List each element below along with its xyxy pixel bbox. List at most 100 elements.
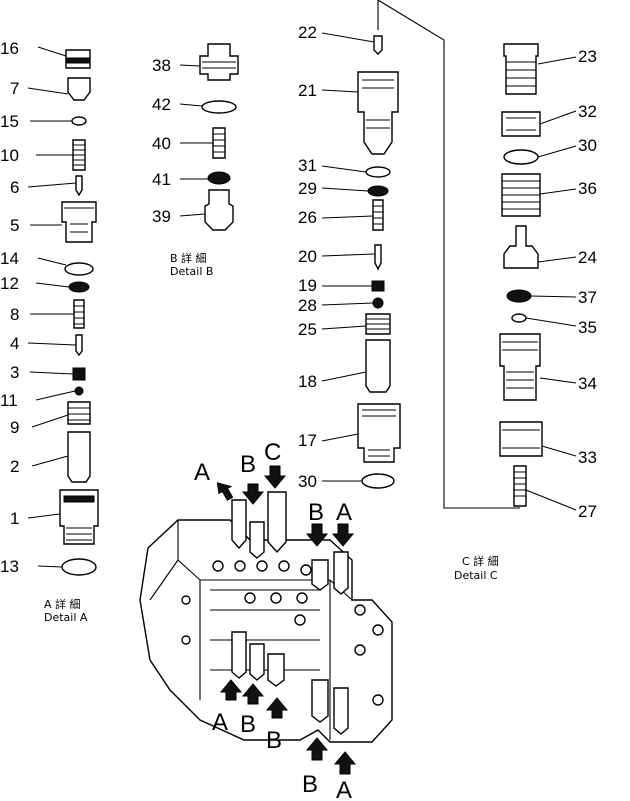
callout-40: 40	[152, 134, 171, 153]
detail-c-group: 23 32 30 36 24 37 35 34 33 27 C 詳 細 Deta…	[454, 43, 597, 582]
marker-bottom-b-left: B	[240, 711, 256, 738]
callout-28: 28	[298, 296, 317, 315]
part-14-ring	[64, 262, 94, 276]
callout-36: 36	[578, 179, 597, 198]
callout-23: 23	[578, 47, 597, 66]
part-9-sleeve	[67, 401, 91, 425]
marker-top-a-right: A	[336, 499, 352, 526]
callout-21: 21	[298, 81, 317, 100]
part-37-washer	[506, 289, 532, 303]
part-23-cap	[503, 43, 539, 95]
callout-20: 20	[298, 247, 317, 266]
callout-15: 15	[0, 112, 19, 131]
callout-5: 5	[10, 216, 19, 235]
part-29-washer	[367, 185, 389, 197]
center-stack-group: 22 21 31 29 26 20 19 28 25 18 17 30	[298, 23, 401, 491]
callout-6: 6	[10, 178, 19, 197]
callout-41: 41	[152, 170, 171, 189]
cartridge-b-top-right	[311, 559, 329, 591]
callout-38: 38	[152, 56, 171, 75]
marker-top-c: C	[264, 439, 281, 466]
part-3-ball-seat	[72, 367, 86, 381]
detail-b-caption-jp: B 詳 細	[170, 251, 207, 265]
part-22-bleeder	[373, 35, 383, 55]
part-28-ball	[372, 297, 384, 309]
callout-25: 25	[298, 320, 317, 339]
callout-12: 12	[0, 274, 19, 293]
callout-34: 34	[578, 374, 597, 393]
part-32-nut	[501, 111, 541, 137]
part-18-piston	[365, 339, 391, 393]
part-17-housing	[357, 403, 401, 463]
part-20-pin	[374, 244, 382, 271]
part-16-band	[65, 57, 91, 64]
detail-a-caption-jp: A 詳 細	[44, 597, 81, 611]
part-6-pin	[75, 175, 83, 197]
callout-31: 31	[298, 156, 317, 175]
callout-3: 3	[10, 363, 19, 382]
part-33-nut	[499, 421, 543, 457]
cartridge-b-top	[249, 521, 265, 559]
part-30-ring-c	[503, 149, 539, 165]
control-valve-assembly: A B C B A A B B B A	[139, 439, 393, 801]
callout-8: 8	[10, 305, 19, 324]
cartridge-a-bottom-left	[231, 631, 247, 679]
callout-18: 18	[298, 372, 317, 391]
cartridge-a-top-left	[231, 499, 247, 550]
part-19-seat	[371, 280, 385, 292]
cartridge-b-bottom-right	[311, 679, 329, 723]
callout-37: 37	[578, 288, 597, 307]
callout-22: 22	[298, 23, 317, 42]
callout-33: 33	[578, 448, 597, 467]
callout-9: 9	[10, 418, 19, 437]
callout-39: 39	[152, 207, 171, 226]
callout-2: 2	[10, 457, 19, 476]
part-1-housing	[59, 489, 99, 545]
part-35-ring	[511, 313, 527, 323]
part-13-ring	[61, 558, 97, 576]
part-42-ring	[201, 100, 237, 114]
part-24-poppet	[503, 225, 539, 269]
part-8-spring	[73, 299, 85, 329]
part-12-washer	[68, 281, 90, 293]
cartridge-a-bottom-right	[333, 687, 349, 735]
part-11-ball	[74, 386, 84, 396]
detail-a-caption-en: Detail A	[44, 611, 88, 624]
marker-arrows	[216, 465, 357, 775]
part-15-ring	[71, 116, 87, 126]
detail-c-caption-en: Detail C	[454, 569, 498, 582]
callout-35: 35	[578, 318, 597, 337]
callout-24: 24	[578, 248, 597, 267]
callout-13: 13	[0, 557, 19, 576]
callout-27: 27	[578, 502, 597, 521]
cartridge-c-top	[267, 491, 287, 554]
cartridge-b-bottom-2	[267, 653, 285, 687]
callout-17: 17	[298, 431, 317, 450]
part-40-spring	[212, 127, 226, 159]
detail-c-reference-bracket	[377, 0, 520, 509]
detail-b-group: 38 42 40 41 39 B 詳 細 Detail B	[152, 43, 239, 278]
part-21-housing	[357, 71, 399, 155]
callout-10: 10	[0, 146, 19, 165]
marker-bottom-a-right: A	[336, 777, 352, 801]
cartridge-b-bottom	[249, 643, 265, 681]
callout-16: 16	[0, 39, 19, 58]
callout-4: 4	[10, 334, 19, 353]
marker-bottom-a-left: A	[212, 709, 228, 736]
part-1-thread	[63, 495, 95, 503]
callout-29: 29	[298, 179, 317, 198]
callout-30-center: 30	[298, 472, 317, 491]
detail-a-group: 16 7 15 10 6 5 14 12 8 4 3 11 9 2 1 13 A…	[0, 39, 99, 624]
marker-top-b-left: B	[240, 451, 256, 478]
callout-32: 32	[578, 102, 597, 121]
callout-30-c: 30	[578, 136, 597, 155]
part-39-poppet	[204, 189, 234, 231]
callout-26: 26	[298, 208, 317, 227]
callout-11: 11	[0, 391, 18, 410]
part-41-washer	[207, 171, 231, 185]
callout-14: 14	[0, 249, 19, 268]
part-2-piston	[67, 431, 91, 483]
part-31-ring	[365, 166, 391, 178]
part-26-spring	[372, 199, 384, 231]
